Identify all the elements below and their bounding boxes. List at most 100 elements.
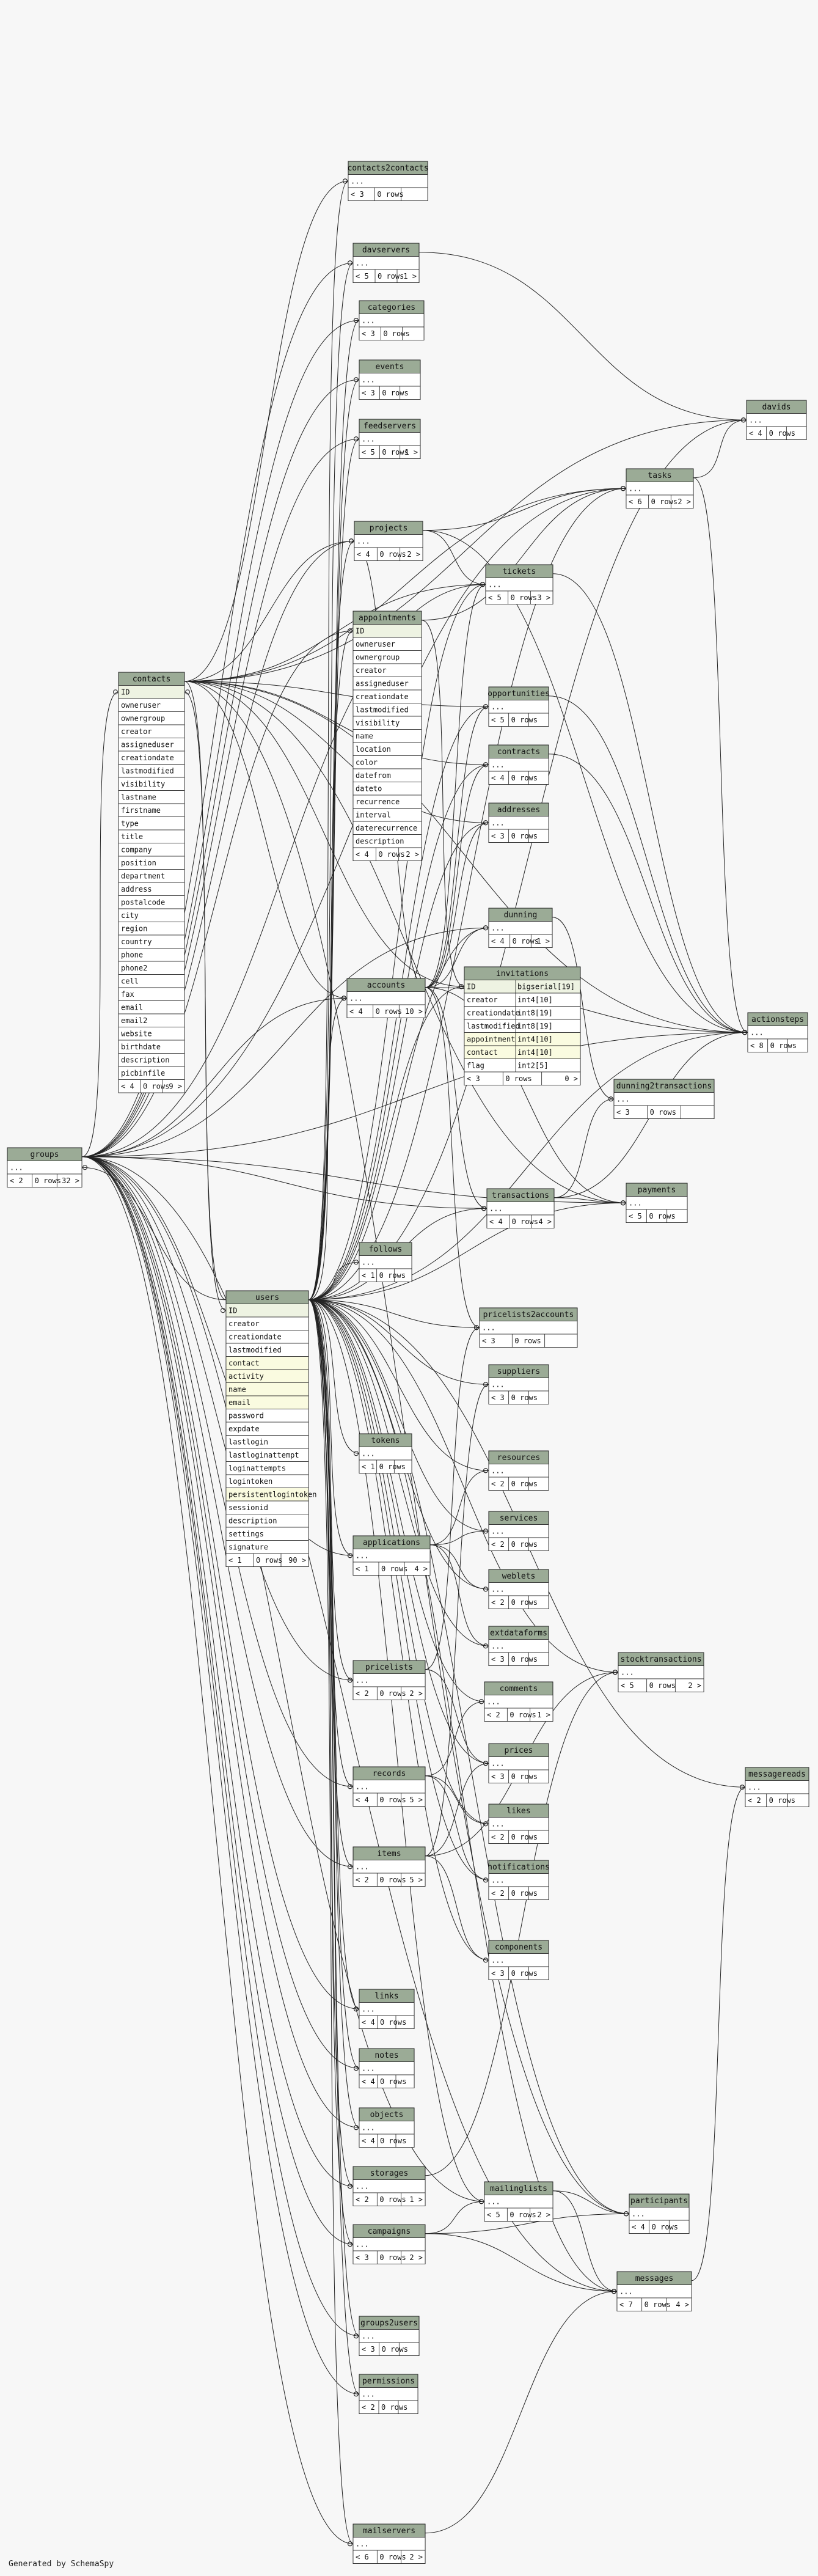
- table-title[interactable]: users: [255, 1293, 279, 1302]
- table-users[interactable]: usersIDcreatorcreationdatelastmodifiedco…: [225, 1290, 317, 1567]
- table-title[interactable]: actionsteps: [751, 1015, 804, 1024]
- table-title[interactable]: mailservers: [363, 2526, 415, 2536]
- table-title[interactable]: components: [495, 1943, 542, 1952]
- table-title[interactable]: notes: [374, 2051, 398, 2060]
- table-title[interactable]: applications: [363, 1538, 420, 1547]
- table-title[interactable]: services: [500, 1514, 538, 1523]
- table-title[interactable]: resources: [497, 1453, 540, 1462]
- table-title[interactable]: accounts: [367, 981, 406, 990]
- table-title[interactable]: extdataforms: [490, 1629, 547, 1638]
- table-title[interactable]: contacts: [133, 675, 171, 684]
- table-title[interactable]: groups: [31, 1150, 59, 1159]
- table-title[interactable]: categories: [368, 303, 415, 312]
- table-title[interactable]: pricelists: [365, 1663, 413, 1672]
- table-title[interactable]: feedservers: [363, 422, 416, 431]
- table-title[interactable]: records: [373, 1769, 406, 1778]
- table-title[interactable]: items: [377, 1849, 401, 1859]
- table-title[interactable]: likes: [506, 1807, 530, 1816]
- table-title[interactable]: opportunities: [488, 689, 550, 699]
- table-title[interactable]: mailinglists: [490, 2184, 547, 2193]
- table-title[interactable]: weblets: [502, 1572, 536, 1581]
- table-title[interactable]: tokens: [371, 1436, 400, 1445]
- table-title[interactable]: projects: [370, 524, 408, 533]
- table-title[interactable]: tasks: [648, 471, 671, 480]
- table-title[interactable]: tickets: [503, 567, 536, 576]
- table-title[interactable]: addresses: [497, 805, 540, 815]
- table-title[interactable]: payments: [638, 1186, 676, 1195]
- table-title[interactable]: participants: [630, 2196, 688, 2206]
- table-title[interactable]: messagereads: [748, 1770, 806, 1779]
- table-title[interactable]: objects: [370, 2110, 404, 2119]
- table-title[interactable]: links: [374, 1992, 398, 2001]
- table-title[interactable]: messages: [635, 2274, 674, 2283]
- table-title[interactable]: transactions: [492, 1191, 549, 1200]
- table-title[interactable]: events: [376, 362, 404, 372]
- table-contacts[interactable]: contactsIDowneruserownergroupcreatorassi…: [118, 672, 185, 1093]
- table-title[interactable]: campaigns: [368, 2227, 411, 2236]
- table-title[interactable]: invitations: [496, 969, 549, 978]
- table-title[interactable]: pricelists2accounts: [483, 1310, 574, 1319]
- table-title[interactable]: contacts2contacts: [347, 164, 428, 173]
- table-title[interactable]: dunning2transactions: [616, 1082, 712, 1091]
- table-title[interactable]: permissions: [362, 2377, 415, 2386]
- table-title[interactable]: suppliers: [497, 1367, 540, 1376]
- table-title[interactable]: contracts: [497, 747, 540, 757]
- table-title[interactable]: notifications: [488, 1863, 550, 1872]
- table-title[interactable]: davservers: [362, 246, 410, 255]
- table-title[interactable]: groups2users: [360, 2319, 418, 2328]
- table-title[interactable]: prices: [505, 1746, 533, 1755]
- table-title[interactable]: comments: [500, 1684, 538, 1693]
- table-title[interactable]: storages: [370, 2169, 409, 2178]
- table-title[interactable]: davids: [762, 403, 791, 412]
- table-appointments[interactable]: appointmentsIDowneruserownergroupcreator…: [352, 611, 422, 861]
